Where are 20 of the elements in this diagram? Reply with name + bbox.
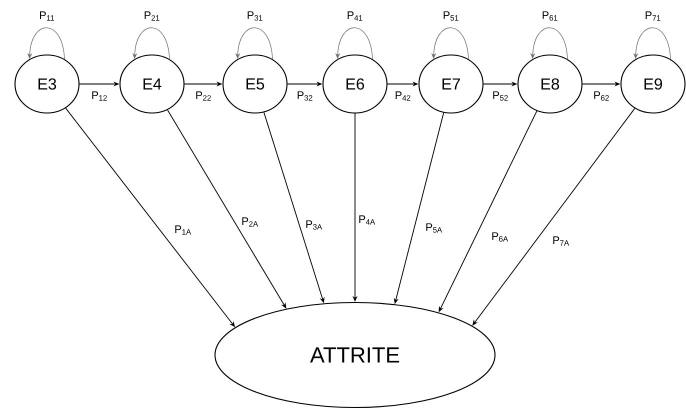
edge-label: P$_{7A}$ <box>553 236 570 246</box>
edge-label: P$_{22}$ <box>196 91 211 101</box>
edge-label: P$_{31}$ <box>248 11 262 21</box>
edge-label: P$_{42}$ <box>396 91 410 101</box>
edge-label: P$_{6A}$ <box>492 232 508 242</box>
edge-label: P$_{4A}$ <box>359 215 376 225</box>
edge-label: P$_{3A}$ <box>306 220 322 230</box>
edge-label: P$_{21}$ <box>144 11 160 21</box>
edge-label: P$_{71}$ <box>646 11 660 21</box>
edge-label: P$_{5A}$ <box>426 223 442 233</box>
edge-label: P$_{62}$ <box>594 91 609 101</box>
edge-label: P$_{1A}$ <box>175 225 192 235</box>
edge-label: P$_{12}$ <box>92 91 107 101</box>
edge-label: P$_{11}$ <box>40 11 54 21</box>
edge-label: P$_{61}$ <box>542 11 558 21</box>
edge-label: P$_{51}$ <box>444 11 458 21</box>
edge-label: P$_{41}$ <box>348 11 362 21</box>
edge-label: P$_{52}$ <box>493 91 508 101</box>
edge-label: P$_{2A}$ <box>242 217 258 227</box>
edge-label: P$_{32}$ <box>298 91 312 101</box>
